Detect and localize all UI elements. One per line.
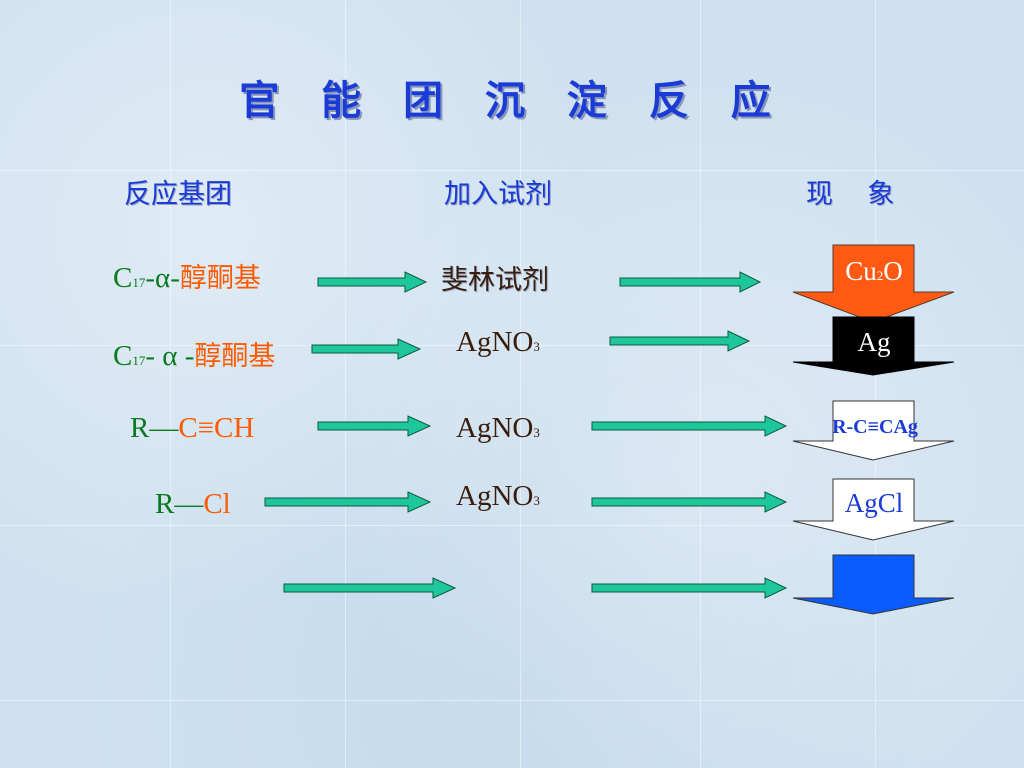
result-1-subscript: 2 xyxy=(876,268,884,283)
arrow-right-icon xyxy=(609,330,751,352)
arrow-right-icon xyxy=(317,271,428,293)
reagent-3-subscript: 3 xyxy=(533,425,540,440)
arrow-right-icon xyxy=(311,338,422,360)
reagent-1: 斐林试剂 xyxy=(441,258,549,297)
result-4: AgCl xyxy=(833,488,915,519)
reagent-4: AgNO3 xyxy=(456,480,540,513)
reaction-group-3: R—C≡CH xyxy=(130,412,254,445)
result-4-label: AgCl xyxy=(844,488,904,518)
reagent-4-label: AgNO xyxy=(456,480,534,512)
group-4-chloride: Cl xyxy=(203,488,231,520)
group-2-name: 醇酮基 xyxy=(194,341,276,372)
precipitate-arrow-alkyne xyxy=(792,400,955,461)
reaction-group-4: R—Cl xyxy=(155,488,231,521)
group-3-r: R— xyxy=(130,412,179,444)
precipitate-arrow-agcl xyxy=(792,478,955,541)
arrow-right-icon xyxy=(264,491,432,513)
arrow-right-icon xyxy=(591,491,788,513)
group-1-subscript: 17 xyxy=(132,275,146,290)
reagent-2-label: AgNO xyxy=(456,326,534,358)
arrow-right-icon xyxy=(591,577,788,599)
precipitate-arrow-blank xyxy=(792,554,955,615)
precipitate-arrow-cu2o xyxy=(792,244,955,323)
group-1-name: 醇酮基 xyxy=(179,263,261,294)
group-1-carbon: C xyxy=(113,262,133,294)
result-3: R-C≡CAg xyxy=(810,416,940,439)
result-3-label: R-C≡CAg xyxy=(832,416,918,438)
group-3-alkyne: C≡CH xyxy=(178,412,255,444)
reagent-1-label: 斐林试剂 xyxy=(441,265,549,296)
reagent-3-label: AgNO xyxy=(456,412,534,444)
reagent-2: AgNO3 xyxy=(456,326,540,359)
arrow-right-icon xyxy=(317,415,432,437)
result-1: Cu2O xyxy=(833,256,915,287)
precipitate-arrow-ag xyxy=(792,316,955,376)
reagent-3: AgNO3 xyxy=(456,412,540,445)
group-2-alpha: - α - xyxy=(145,340,195,372)
group-2-carbon: C xyxy=(113,340,133,372)
group-1-alpha: -α- xyxy=(145,262,180,294)
page-title: 官 能 团 沉 淀 反 应 xyxy=(239,78,785,124)
header-reaction-group: 反应基团 xyxy=(124,179,232,210)
result-2-label: Ag xyxy=(857,327,891,357)
arrow-right-icon xyxy=(619,271,762,293)
group-4-r: R— xyxy=(155,488,204,520)
arrow-right-icon xyxy=(591,415,788,437)
result-1-tail: O xyxy=(883,256,903,286)
arrow-right-icon xyxy=(283,577,457,599)
group-2-subscript: 17 xyxy=(132,353,146,368)
reagent-2-subscript: 3 xyxy=(533,339,540,354)
header-reagent: 加入试剂 xyxy=(444,179,552,210)
result-1-label: Cu xyxy=(845,256,877,286)
header-phenomenon: 现 象 xyxy=(806,179,895,210)
reaction-group-2: C17- α -醇酮基 xyxy=(113,334,275,373)
result-2: Ag xyxy=(833,327,915,358)
reaction-group-1: C17-α-醇酮基 xyxy=(113,256,261,295)
reagent-4-subscript: 3 xyxy=(533,493,540,508)
